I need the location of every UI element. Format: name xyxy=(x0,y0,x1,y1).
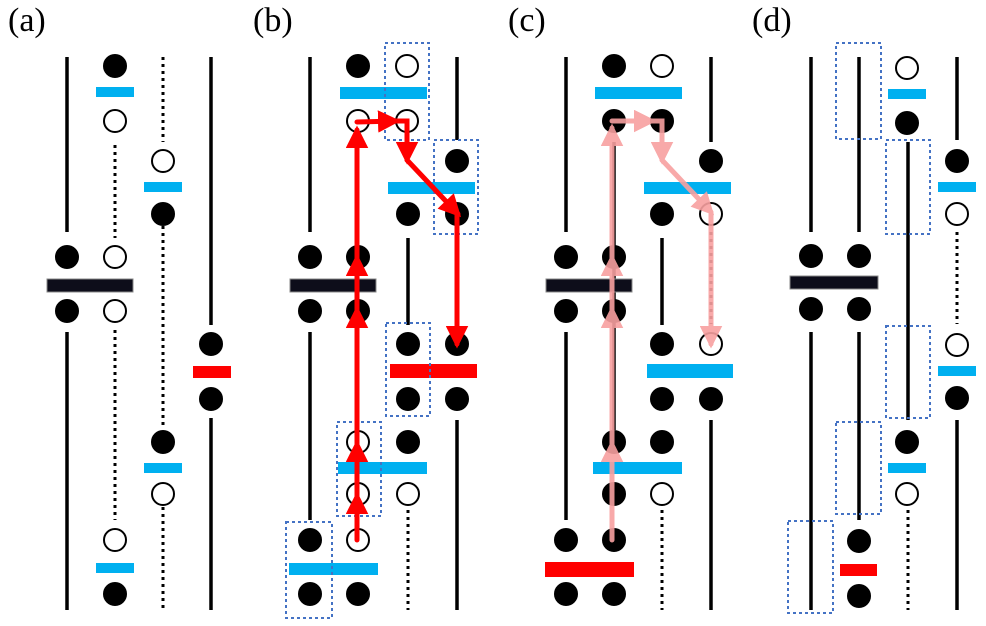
filled-dot xyxy=(945,149,969,173)
filled-dot xyxy=(554,299,578,323)
red-bar xyxy=(193,366,231,378)
red-bar xyxy=(390,364,477,378)
dotted-box xyxy=(885,139,931,235)
black-bar xyxy=(789,275,879,290)
red-path-arrows xyxy=(345,110,469,543)
filled-dot xyxy=(650,430,674,454)
hollow-dot xyxy=(151,482,175,506)
filled-dot xyxy=(55,299,79,323)
blue-bar xyxy=(144,182,182,192)
hollow-dot xyxy=(103,528,127,552)
blue-bar xyxy=(888,89,926,99)
dotted-box xyxy=(385,322,431,417)
panel-c xyxy=(545,54,733,610)
filled-dot xyxy=(55,245,79,269)
filled-dot xyxy=(602,54,626,78)
panel-label-d: (d) xyxy=(752,2,792,39)
hollow-dot xyxy=(151,149,175,173)
black-bar xyxy=(289,278,377,293)
hollow-dot xyxy=(650,482,674,506)
filled-dot xyxy=(199,332,223,356)
filled-dot xyxy=(699,149,723,173)
blue-bar xyxy=(96,563,134,573)
panel-d xyxy=(787,42,976,614)
filled-dot xyxy=(602,582,626,606)
dotted-box xyxy=(285,521,333,619)
dotted-box xyxy=(835,42,882,140)
faded-path-arrows xyxy=(600,109,723,543)
filled-dot xyxy=(199,387,223,411)
hollow-dot xyxy=(395,54,419,78)
filled-dot xyxy=(396,387,420,411)
filled-dot xyxy=(895,111,919,135)
filled-dot xyxy=(554,582,578,606)
filled-dot xyxy=(298,582,322,606)
hollow-dot xyxy=(396,482,420,506)
hollow-dot xyxy=(895,482,919,506)
hollow-dot xyxy=(103,245,127,269)
filled-dot xyxy=(847,529,871,553)
filled-dot xyxy=(396,332,420,356)
filled-dot xyxy=(847,244,871,268)
filled-dot xyxy=(396,202,420,226)
panel-label-b: (b) xyxy=(253,2,293,39)
blue-bar xyxy=(338,462,427,474)
blue-bar xyxy=(340,87,427,99)
hollow-dot xyxy=(945,202,969,226)
filled-dot xyxy=(298,299,322,323)
filled-dot xyxy=(103,582,127,606)
filled-dot xyxy=(396,430,420,454)
filled-dot xyxy=(650,387,674,411)
red-bar xyxy=(840,564,877,576)
blue-bar xyxy=(96,87,134,97)
filled-dot xyxy=(346,54,370,78)
dotted-box xyxy=(787,520,834,614)
filled-dot xyxy=(445,387,469,411)
filled-dot xyxy=(151,430,175,454)
hollow-dot xyxy=(945,333,969,357)
filled-dot xyxy=(799,297,823,321)
red-bar xyxy=(545,562,634,577)
blue-bar xyxy=(144,463,182,473)
filled-dot xyxy=(445,149,469,173)
filled-dot xyxy=(799,244,823,268)
filled-dot xyxy=(847,297,871,321)
blue-bar xyxy=(888,463,926,473)
filled-dot xyxy=(895,430,919,454)
dotted-box xyxy=(336,421,382,517)
panel-b xyxy=(285,42,479,619)
filled-dot xyxy=(650,202,674,226)
blue-bar xyxy=(593,462,682,474)
filled-dot xyxy=(298,245,322,269)
panel-label-c: (c) xyxy=(508,2,546,39)
filled-dot xyxy=(554,245,578,269)
filled-dot xyxy=(699,387,723,411)
blue-bar xyxy=(647,364,733,378)
dotted-box xyxy=(885,325,931,419)
filled-dot xyxy=(847,584,871,608)
blue-bar xyxy=(938,182,976,192)
black-bar xyxy=(46,278,134,293)
hollow-dot xyxy=(103,299,127,323)
filled-dot xyxy=(103,54,127,78)
hollow-dot xyxy=(103,109,127,133)
black-bar xyxy=(545,278,633,293)
filled-dot xyxy=(554,528,578,552)
blue-bar xyxy=(289,563,378,575)
blue-bar xyxy=(595,87,682,99)
panel-label-a: (a) xyxy=(8,2,46,39)
hollow-dot xyxy=(650,54,674,78)
blue-bar xyxy=(938,366,976,376)
hollow-dot xyxy=(895,56,919,80)
panel-a xyxy=(46,54,231,610)
filled-dot xyxy=(346,582,370,606)
filled-dot xyxy=(298,528,322,552)
dotted-box xyxy=(835,421,882,515)
filled-dot xyxy=(945,386,969,410)
filled-dot xyxy=(650,332,674,356)
filled-dot xyxy=(151,202,175,226)
